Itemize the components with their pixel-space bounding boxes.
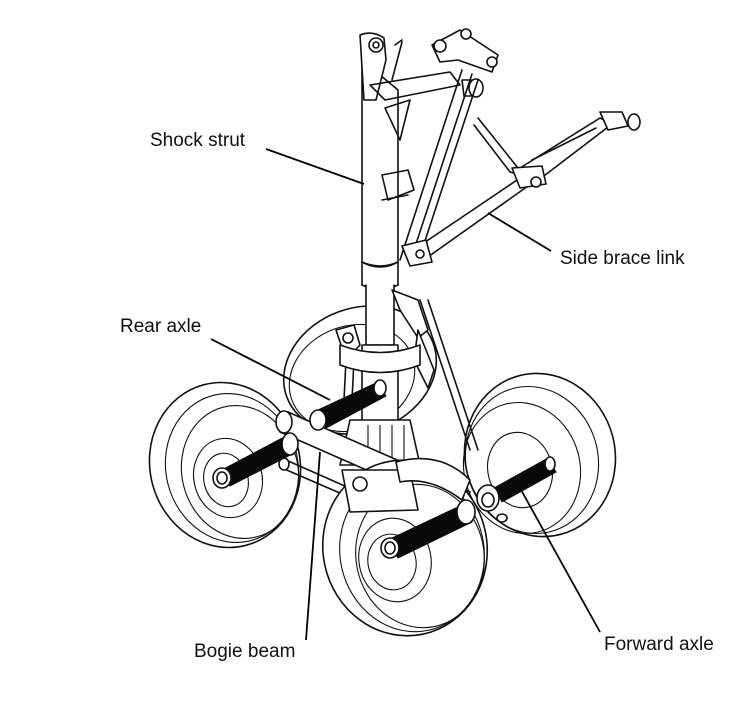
label-forward-axle: Forward axle [604, 634, 714, 655]
leader-forward-axle [519, 487, 601, 633]
bogie-pivot [341, 457, 471, 513]
shock-strut [359, 32, 461, 346]
label-side-brace-link: Side brace link [560, 248, 685, 269]
leader-shock-strut [265, 148, 365, 185]
rear-axle [212, 379, 387, 489]
upper-trunnion [399, 28, 499, 263]
label-rear-axle: Rear axle [120, 316, 201, 337]
leader-rear-axle [210, 338, 331, 401]
leader-side-brace-link [487, 212, 552, 252]
side-brace-link [401, 111, 641, 267]
label-bogie-beam: Bogie beam [194, 641, 295, 662]
leader-bogie-beam [305, 451, 321, 641]
forward-axle [380, 456, 557, 559]
label-shock-strut: Shock strut [150, 130, 246, 151]
